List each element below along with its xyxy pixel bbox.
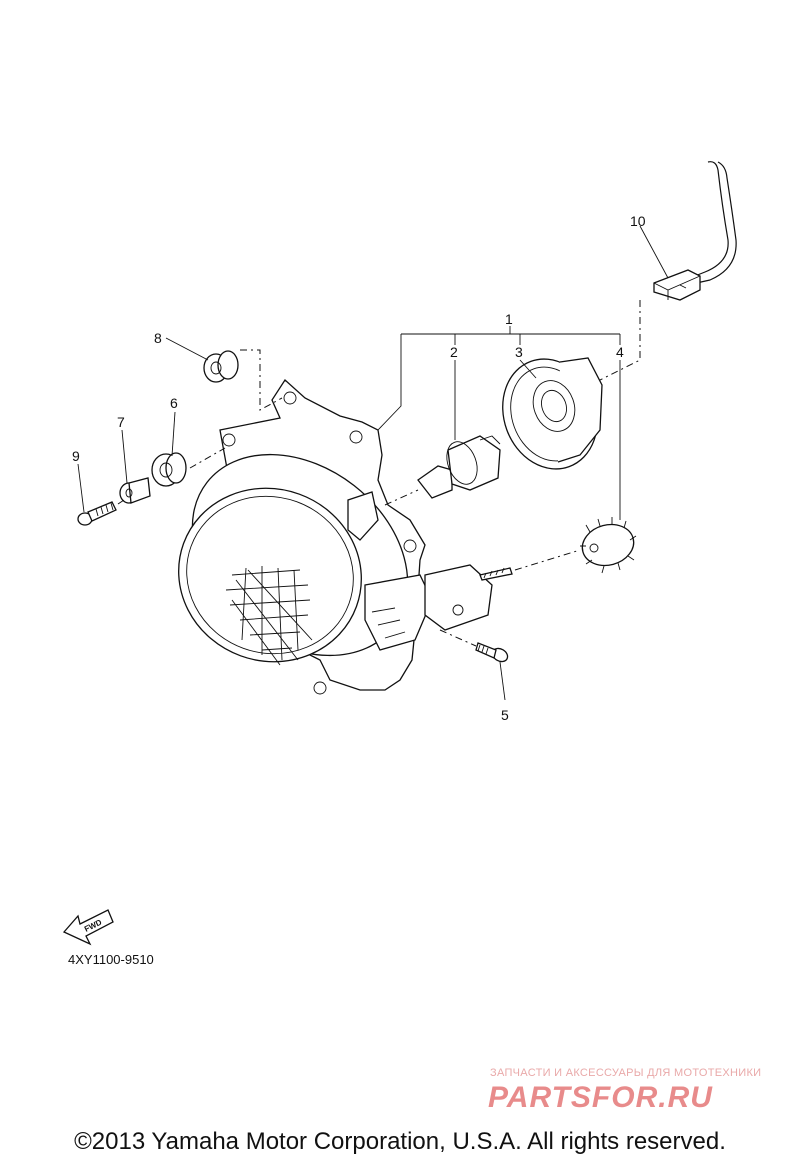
grommet-8	[203, 349, 283, 411]
callout-2: 2	[450, 344, 458, 360]
callout-4: 4	[616, 344, 624, 360]
callout-5: 5	[501, 707, 509, 723]
bulb-2	[384, 435, 501, 506]
watermark-subtitle: ЗАПЧАСТИ И АКСЕССУАРЫ ДЛЯ МОТОТЕХНИКИ	[490, 1067, 762, 1079]
watermark-logo: PARTSFOR.RU	[488, 1081, 713, 1114]
wire-harness-10	[589, 161, 737, 386]
headlight-housing-1	[178, 379, 513, 695]
copyright-text: ©2013 Yamaha Motor Corporation, U.S.A. A…	[74, 1128, 726, 1155]
fwd-arrow-icon: FWD	[62, 909, 114, 946]
collar-7	[119, 477, 151, 504]
callout-6: 6	[170, 395, 178, 411]
grommet-6	[151, 447, 226, 487]
callout-1: 1	[505, 311, 513, 327]
callout-10: 10	[630, 213, 646, 229]
callout-8: 8	[154, 330, 162, 346]
diagram-code: 4XY1100-9510	[68, 952, 154, 967]
callout-7: 7	[117, 414, 125, 430]
leader-lines	[77, 225, 669, 701]
callout-3: 3	[515, 344, 523, 360]
callout-9: 9	[72, 448, 80, 464]
bolt-9	[77, 499, 125, 526]
bulb-cover-3	[502, 357, 603, 470]
screw-5	[439, 629, 509, 663]
socket-4	[514, 517, 637, 574]
